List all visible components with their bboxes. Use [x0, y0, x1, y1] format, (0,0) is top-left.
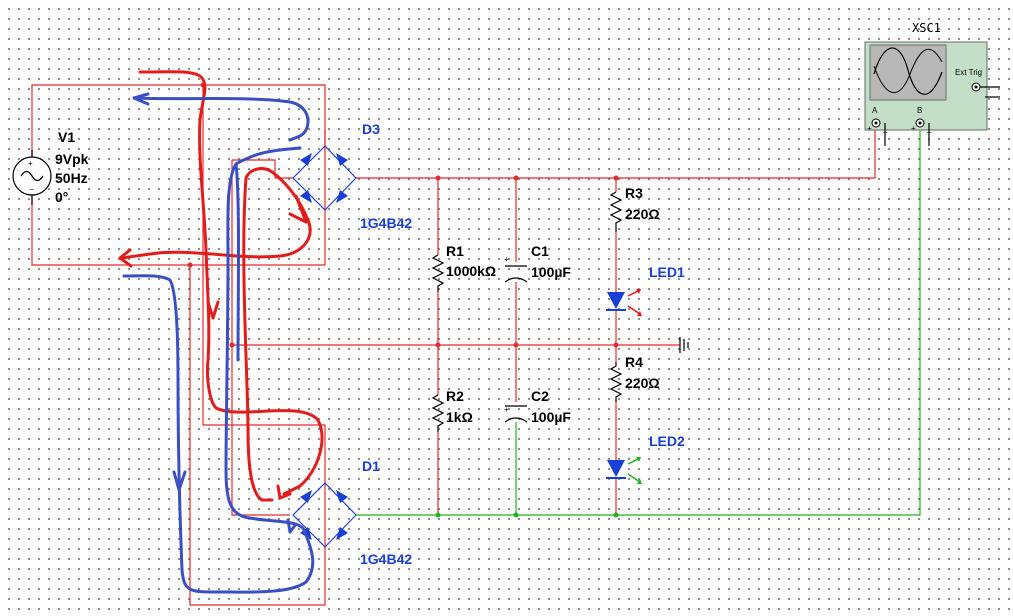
led2[interactable]: LED2 — [606, 433, 685, 484]
c2-plus: + — [504, 405, 509, 414]
resistor-r4[interactable]: R4 220Ω — [609, 354, 660, 402]
oscilloscope-xsc1[interactable]: XSC1 A B Ext Trig +_ +_ — [864, 21, 1000, 146]
r3-value: 220Ω — [625, 206, 660, 222]
c2-name: C2 — [531, 388, 549, 404]
diode-icon — [300, 490, 312, 503]
green-wires — [356, 130, 921, 516]
capacitor-c2[interactable]: + C2 100µF — [504, 388, 571, 425]
bridge-d1-name: D1 — [362, 458, 380, 474]
junction-dots — [187, 82, 619, 518]
r3-name: R3 — [625, 185, 643, 201]
svg-text:+: + — [867, 124, 872, 133]
diode-icon — [300, 190, 312, 203]
channel-a-label: A — [872, 106, 878, 115]
ac-source-v1[interactable]: + − V1 9Vpk 50Hz 0° — [12, 129, 89, 205]
diode-icon — [336, 490, 348, 503]
annotation-red-path — [118, 70, 324, 502]
c1-plus: + — [504, 255, 509, 264]
source-frequency: 50Hz — [55, 170, 88, 186]
r2-name: R2 — [446, 388, 464, 404]
resistor-r1[interactable]: R1 1000kΩ — [431, 243, 496, 292]
channel-b-label: B — [917, 106, 922, 115]
plus-sign: + — [28, 159, 33, 168]
bridge-rectifier-d3[interactable]: D3 1G4B42 — [292, 121, 412, 231]
r1-name: R1 — [446, 243, 464, 259]
diode-icon — [336, 153, 348, 166]
capacitor-c1[interactable]: + C1 100µF — [504, 243, 571, 283]
bridge-rectifier-d1[interactable]: D1 1G4B42 — [292, 458, 412, 567]
red-wires — [31, 84, 876, 606]
source-name: V1 — [58, 129, 75, 145]
bridge-d1-model: 1G4B42 — [360, 551, 412, 567]
svg-text:+: + — [911, 124, 916, 133]
ext-trig-label: Ext Trig — [955, 68, 982, 77]
c2-value: 100µF — [531, 409, 571, 425]
resistor-r3[interactable]: R3 220Ω — [609, 185, 660, 232]
c1-value: 100µF — [531, 264, 571, 280]
diode-icon — [336, 190, 348, 203]
r4-name: R4 — [625, 354, 643, 370]
diode-icon — [336, 527, 348, 540]
source-amplitude: 9Vpk — [55, 151, 89, 167]
led2-name: LED2 — [649, 433, 685, 449]
ground-symbol[interactable] — [679, 337, 689, 353]
r1-value: 1000kΩ — [446, 263, 496, 279]
bridge-d3-name: D3 — [362, 121, 380, 137]
r4-value: 220Ω — [625, 375, 660, 391]
oscilloscope-name: XSC1 — [912, 21, 941, 35]
bridge-d3-model: 1G4B42 — [360, 215, 412, 231]
diode-icon — [300, 153, 312, 166]
annotation-blue-path — [122, 92, 315, 594]
r2-value: 1kΩ — [446, 409, 473, 425]
resistor-r2[interactable]: R2 1kΩ — [431, 388, 473, 432]
source-phase: 0° — [55, 189, 68, 205]
minus-sign: − — [29, 185, 34, 194]
led1-name: LED1 — [649, 264, 685, 280]
led1[interactable]: LED1 — [606, 264, 685, 316]
c1-name: C1 — [531, 243, 549, 259]
